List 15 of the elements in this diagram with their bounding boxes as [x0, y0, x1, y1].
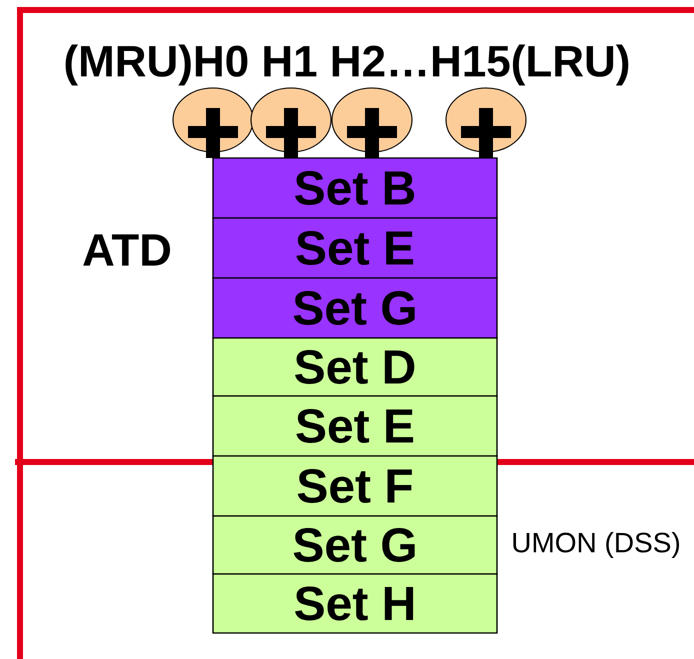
set-box: Set D [212, 337, 498, 397]
adder-circle [331, 87, 413, 158]
set-box: Set E [212, 217, 498, 279]
adder-circle [445, 87, 527, 158]
region-label: UMON (DSS) [513, 532, 679, 558]
set-box: Set E [212, 395, 498, 457]
header-label: (MRU)H0 H1 H2…H15(LRU) [66, 44, 628, 86]
set-box: Set F [212, 455, 498, 517]
set-box: Set B [212, 157, 498, 219]
adder-circle [172, 87, 254, 158]
set-box: Set G [212, 277, 498, 339]
adder-circle [250, 87, 332, 158]
region-label: ATD [83, 234, 170, 266]
set-box: Set G [212, 515, 498, 575]
set-box: Set H [212, 573, 498, 634]
